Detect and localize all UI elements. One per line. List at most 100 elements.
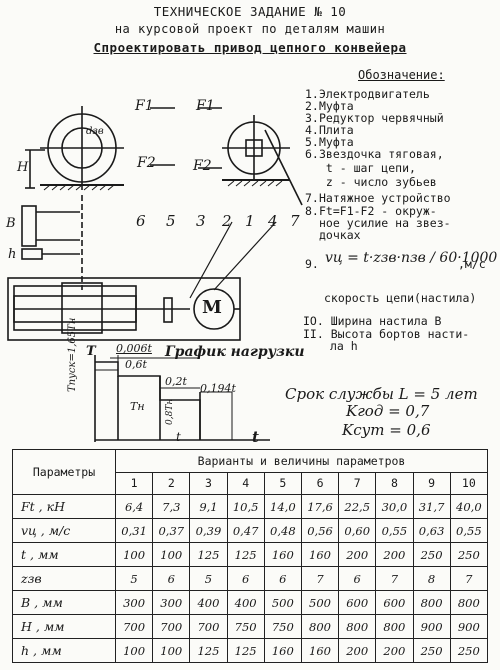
table-cell: 600: [375, 590, 414, 615]
table-cell: 800: [300, 614, 340, 639]
load-graph: [94, 355, 270, 442]
row-label: h , мм: [12, 638, 116, 663]
legend-item: z - число зубьев: [319, 175, 437, 189]
row-label: B , мм: [12, 590, 116, 615]
table-cell: 9,1: [189, 494, 228, 519]
row-label: Ft , кН: [12, 494, 116, 519]
graph-081Tn-label: 0,8Tн: [165, 398, 175, 425]
height-h-label: h: [8, 247, 17, 262]
variant-number: 5: [263, 471, 302, 495]
table-cell: 250: [412, 638, 451, 663]
table-cell: 800: [412, 590, 451, 615]
table-cell: 125: [189, 638, 228, 663]
table-cell: 200: [375, 638, 414, 663]
table-cell: 0,56: [300, 518, 340, 543]
table-cell: 750: [226, 614, 265, 639]
table-cell: 500: [300, 590, 340, 615]
table-cell: 160: [263, 542, 302, 567]
legend-item: 1.Электродвигатель: [305, 87, 430, 101]
table-cell: 200: [338, 638, 377, 663]
sheet-title: ТЕХНИЧЕСКОЕ ЗАДАНИЕ № 10: [153, 4, 347, 19]
column-header-params: Параметры: [12, 449, 116, 495]
table-cell: 700: [189, 614, 228, 639]
table-cell: 400: [226, 590, 265, 615]
row-label: vц , м/с: [12, 518, 116, 543]
legend-item: 3.Редуктор червячный: [305, 111, 444, 125]
table-cell: 14,0: [263, 494, 302, 519]
graph-t-axis-label: t: [252, 428, 259, 446]
legend-item: 4.Плита: [305, 123, 354, 137]
daily-use-factor: Kсут = 0,6: [342, 421, 431, 439]
table-cell: 250: [449, 638, 489, 663]
table-cell: 160: [263, 638, 302, 663]
graph-t-label: t: [176, 430, 181, 444]
force-f1-right-label: F1: [196, 98, 215, 114]
table-cell: 750: [263, 614, 302, 639]
legend-item: дочках: [319, 228, 361, 242]
table-cell: 250: [412, 542, 451, 567]
variant-number: 9: [412, 471, 451, 495]
component-number-7: 7: [290, 212, 300, 230]
table-cell: 800: [375, 614, 414, 639]
table-cell: 125: [189, 542, 228, 567]
table-cell: 800: [338, 614, 377, 639]
table-cell: 7: [375, 566, 414, 591]
parameters-table: Параметры Варианты и величины параметров…: [12, 449, 489, 663]
chain-speed-unit: ,м/с: [458, 257, 486, 271]
table-cell: 125: [226, 542, 265, 567]
table-cell: 100: [114, 542, 154, 567]
force-f2-right-label: F2: [193, 158, 212, 174]
table-cell: 0,55: [449, 518, 489, 543]
table-cell: 6,4: [114, 494, 154, 519]
annual-use-factor: Kгод = 0,7: [346, 402, 430, 420]
table-cell: 7: [300, 566, 340, 591]
legend-item-9: 9.: [305, 257, 319, 271]
row-label: zзв: [12, 566, 116, 591]
table-cell: 5: [189, 566, 228, 591]
component-number-5: 5: [166, 212, 176, 230]
height-H-label: H: [17, 160, 29, 175]
table-cell: 160: [300, 638, 340, 663]
table-cell: 6: [226, 566, 265, 591]
table-cell: 0,48: [263, 518, 302, 543]
table-cell: 10,5: [226, 494, 265, 519]
sheet-subtitle: на курсовой проект по деталям машин: [114, 22, 386, 36]
graph-tpusk-label: Tпуск=1,65Tн: [67, 317, 78, 392]
graph-Tn-label: Tн: [130, 400, 145, 413]
table-cell: 0,39: [189, 518, 228, 543]
variant-number: 6: [300, 471, 340, 495]
table-cell: 400: [189, 590, 228, 615]
variant-number-row: 1 2 3 4 5 6 7 8 9 10: [13, 471, 489, 495]
component-number-2: 2: [222, 212, 232, 230]
table-cell: 900: [449, 614, 489, 639]
component-number-6: 6: [136, 212, 146, 230]
table-cell: 0,37: [152, 518, 191, 543]
table-cell: 160: [300, 542, 340, 567]
component-number-3: 3: [196, 212, 206, 230]
table-cell: 6: [152, 566, 191, 591]
table-cell: 40,0: [449, 494, 489, 519]
motor-label: M: [202, 297, 222, 318]
legend-item: ное усилие на звез-: [319, 216, 451, 230]
legend-item: 6.Звездочка тяговая,: [305, 147, 444, 161]
legend-item-11: II. Высота бортов насти-: [303, 327, 470, 341]
variant-number: 3: [189, 471, 228, 495]
variant-number: 10: [449, 471, 489, 495]
table-cell: 250: [449, 542, 489, 567]
legend-item: 5.Муфта: [305, 135, 354, 149]
table-cell: 700: [152, 614, 191, 639]
table-cell: 8: [412, 566, 451, 591]
width-B-label: B: [6, 216, 16, 231]
graph-T-axis-label: T: [86, 344, 96, 359]
legend-item: t - шаг цепи,: [319, 161, 416, 175]
legend-item: 2.Муфта: [305, 99, 354, 113]
force-f2-left-label: F2: [137, 155, 156, 171]
table-cell: 6: [263, 566, 302, 591]
variant-number: 4: [226, 471, 265, 495]
sprocket-diameter-label: dзв: [86, 126, 104, 137]
table-cell: 0,31: [114, 518, 154, 543]
table-cell: 200: [338, 542, 377, 567]
